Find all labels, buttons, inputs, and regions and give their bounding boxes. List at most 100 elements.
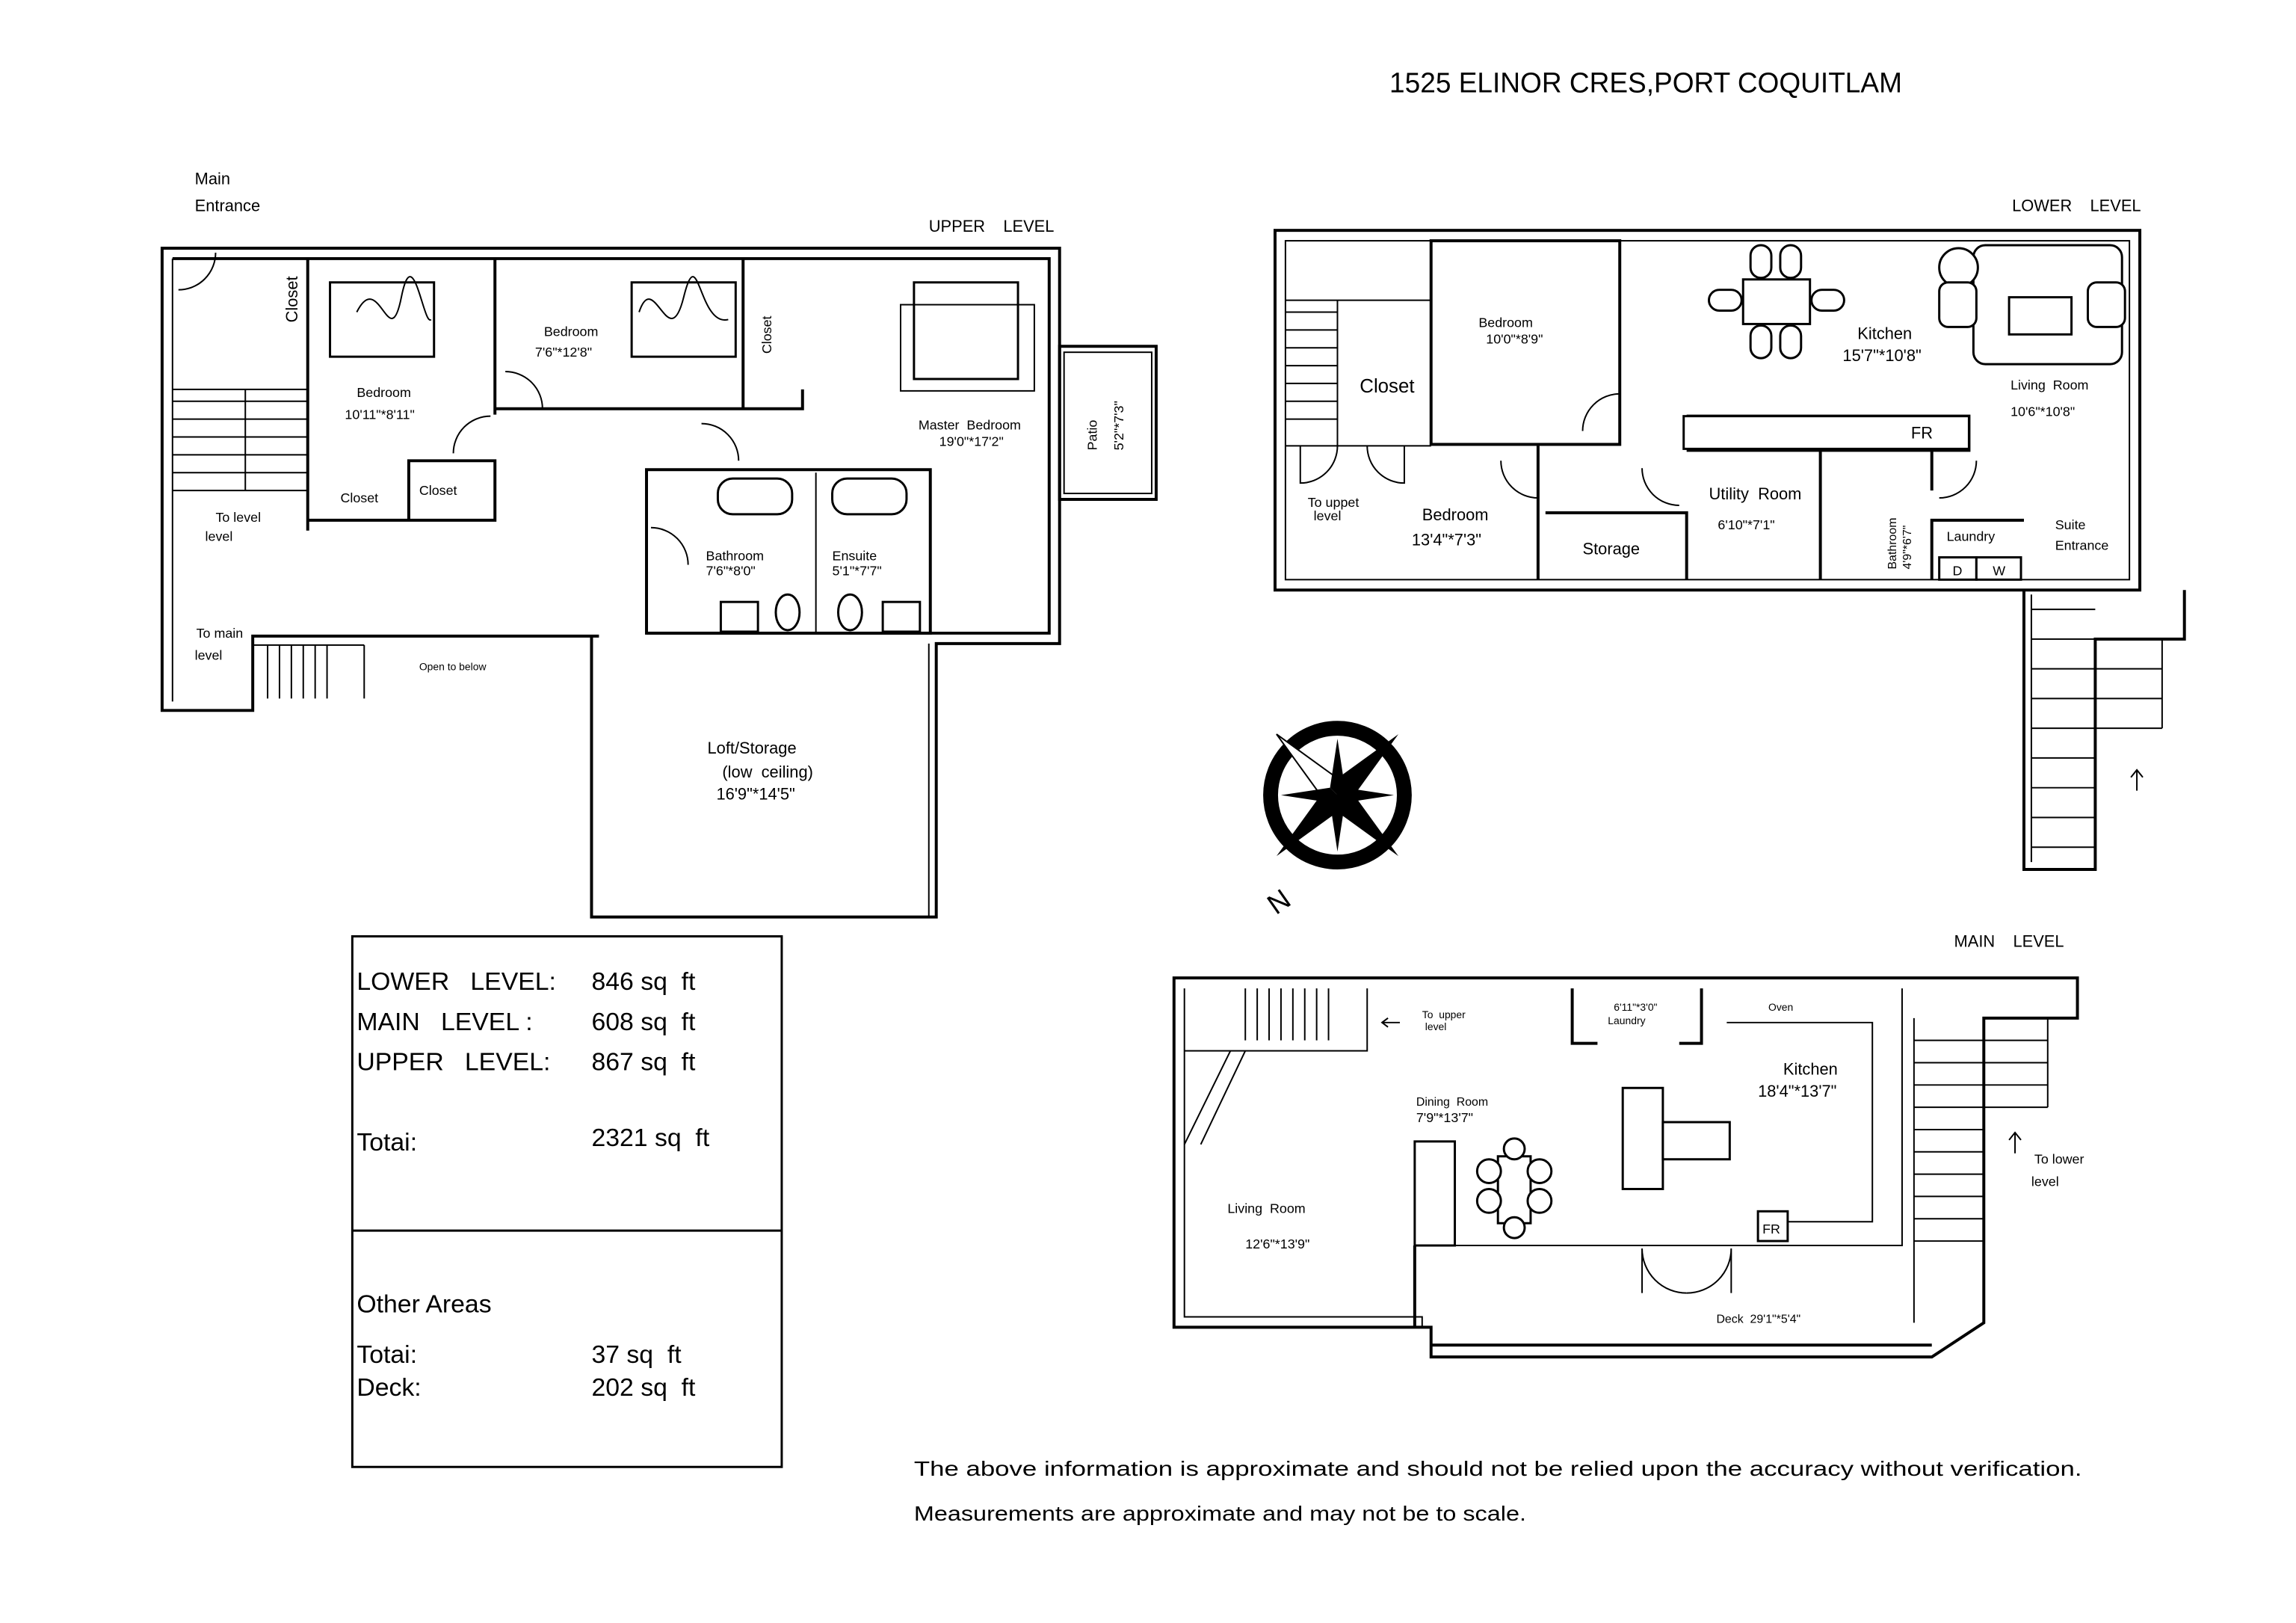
area-row-label: UPPER LEVEL: [357,1047,550,1076]
area-total-value: 2321 sq ft [591,1124,709,1152]
washer-label: W [1993,563,2005,578]
stair-label: level [206,529,233,544]
other-area-label: Totai: [357,1340,417,1369]
sofa-set-icon [1938,244,2126,366]
dining-table-icon [1475,1137,1553,1239]
patio-label: Patio [1084,420,1099,451]
door-swing-icon [1641,1248,1732,1294]
upper-level-plan: UPPER LEVEL Main Entrance [160,170,1158,919]
oven-label: Oven [1768,1001,1793,1013]
storage-label: Storage [1583,540,1641,558]
other-area-label: Deck: [357,1373,421,1402]
bedroom-label: Bedroom [1478,315,1533,330]
compass-rose-icon [1263,721,1412,870]
closet-label: Closet [340,490,378,505]
stair-label: To upper [1422,1008,1466,1020]
area-row-label: LOWER LEVEL: [357,967,556,996]
dining-room-label: Dining Room [1416,1096,1488,1109]
suite-entrance-label: Suite [2055,517,2086,532]
utility-room-size: 6'10"*7'1" [1718,517,1774,532]
loft-size: 16'9"*14'5" [716,785,794,804]
living-room-label: Living Room [1227,1201,1305,1216]
stair-label: To lower [2034,1152,2084,1167]
stair-label: To level [215,510,261,525]
bathroom-size: 4'9"*6'7" [1901,526,1914,570]
area-row-label: MAIN LEVEL : [357,1008,532,1036]
door-swing-icon [1299,392,1978,506]
other-area-value: 202 sq ft [591,1373,696,1402]
patio-size: 5'2"*7'3" [1111,401,1126,450]
kitchen-counter [1682,415,1970,450]
kitchen-island [1621,1086,1664,1190]
bathroom-size: 7'6"*8'0" [706,563,756,578]
door-swing-icon [178,252,740,565]
stair-label: level [2031,1174,2059,1189]
dining-room-size: 7'9"*13'7" [1416,1110,1473,1125]
bathtub-icon [716,477,908,516]
closet-label: Closet [1360,376,1414,397]
area-row-value: 846 sq ft [591,967,696,996]
page-title: 1525 ELINOR CRES,PORT COQUITLAM [1389,67,1902,99]
loft-note: (low ceiling) [722,763,812,781]
ensuite-size: 5'1"*7'7" [833,563,882,578]
bedroom-label: Bedroom [544,324,599,339]
exterior-stairs [1913,1017,2049,1323]
bedroom-size: 10'0"*8'9" [1486,331,1543,346]
disclaimer-line: Measurements are approximate and may not… [914,1502,1526,1525]
suite-entrance-label: Entrance [2055,538,2109,553]
main-level-heading: MAIN LEVEL [1954,931,2064,950]
dryer-label: D [1953,563,1963,578]
stair-label: level [1425,1020,1447,1032]
bedroom-size: 7'6"*12'8" [535,345,592,360]
deck-label: Deck 29'1"*5'4" [1716,1313,1800,1325]
closet-label: Closet [419,483,457,498]
main-level-plan: MAIN LEVEL [1172,931,2084,1359]
lower-stairs-to-main [253,644,365,699]
bedroom-size: 10'11"*8'11" [345,407,414,422]
area-summary-table: LOWER LEVEL: 846 sq ft MAIN LEVEL : 608 … [351,935,783,1468]
stair-label: level [195,648,223,663]
bathroom-label: Bathroom [706,549,765,564]
kitchen-label: Kitchen [1783,1059,1838,1078]
kitchen-size: 15'7"*10'8" [1842,346,1921,365]
utility-room-label: Utility Room [1709,484,1802,503]
lower-outer-wall [1273,229,2142,592]
fridge-label: FR [1762,1222,1780,1237]
bedroom-size: 13'4"*7'3" [1412,531,1481,549]
main-entrance-label: Main [195,170,230,188]
main-entrance-label-2: Entrance [195,196,261,215]
ensuite-label: Ensuite [833,549,877,564]
upper-level-heading: UPPER LEVEL [929,217,1055,235]
stair-label: level [1314,508,1342,523]
master-bedroom-label: Master Bedroom [919,418,1021,433]
lower-level-heading: LOWER LEVEL [2012,196,2141,215]
upper-bathrooms-block [645,468,932,635]
stair-label: To main [197,626,244,641]
master-bedroom-size: 19'0"*17'2" [939,434,1004,449]
bedroom-label: Bedroom [1422,505,1489,524]
kitchen-label: Kitchen [1857,324,1912,342]
toilet-sink-icon [719,593,922,633]
lower-level-plan: LOWER LEVEL FR D W [1273,196,2186,872]
dining-table-icon [1708,244,1845,360]
laundry-label: Laundry [1947,529,1996,544]
bedroom-label: Bedroom [357,385,411,400]
closet-label: Closet [759,315,774,354]
stair-label: To uppet [1308,495,1360,510]
bed-icon [329,276,1035,392]
compass-north-label: N [1262,884,1296,921]
upper-stairs [172,388,308,492]
disclaimer-line: The above information is approximate and… [914,1457,2082,1480]
exterior-stairs [2022,590,2186,872]
closet-label: Closet [283,276,301,322]
loft-label: Loft/Storage [708,739,797,757]
area-row-value: 608 sq ft [591,1008,696,1036]
other-area-value: 37 sq ft [591,1340,682,1369]
lower-stairs [1285,300,1339,446]
main-outer-wall [1172,976,2079,1359]
patio [1058,345,1158,501]
upper-outer-wall [160,247,1061,919]
bathroom-label: Bathroom [1886,518,1899,570]
laundry-size: 6'11"*3'0" [1614,1001,1657,1013]
